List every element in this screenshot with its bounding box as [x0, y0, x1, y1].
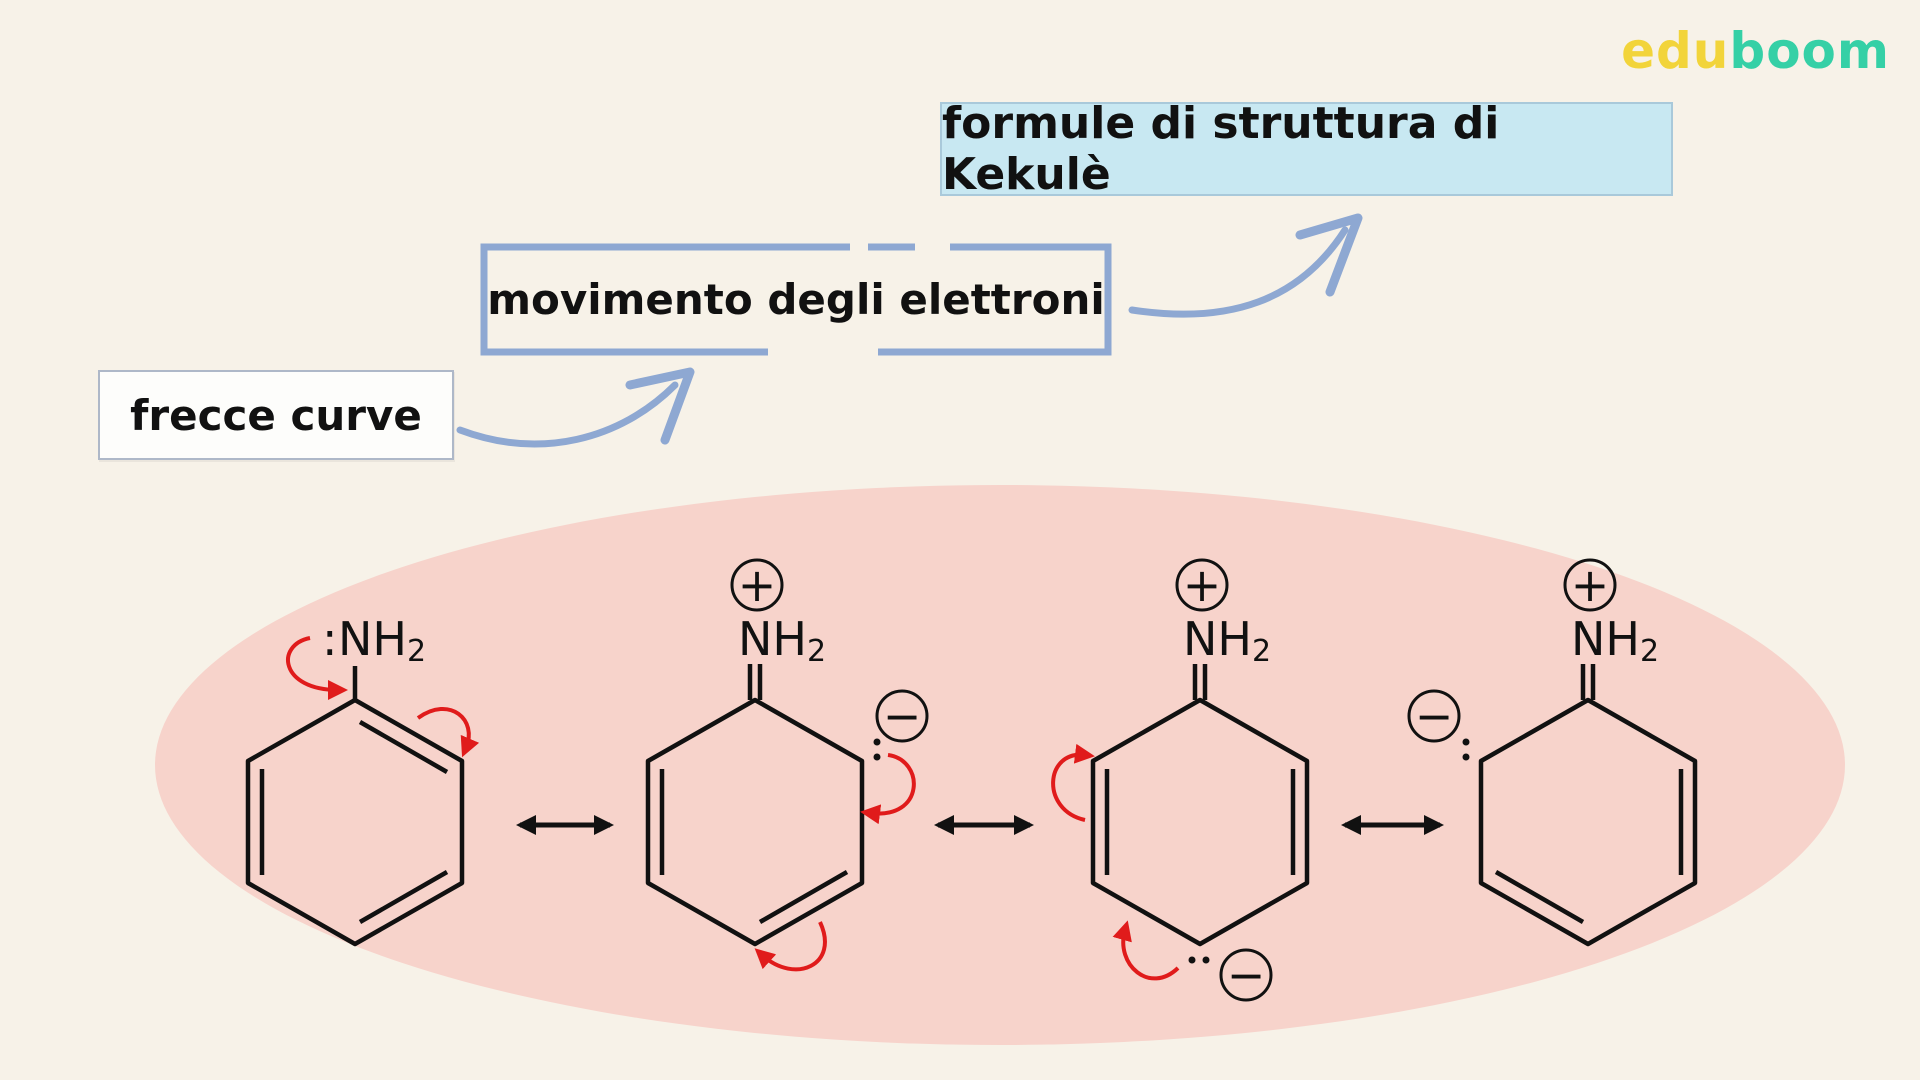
molecule-4-plus-circle: [1563, 558, 1617, 612]
molecule-1: [245, 666, 465, 947]
eduboom-logo: eduboom: [1621, 22, 1890, 80]
molecule-1-group: NH2: [338, 612, 426, 669]
molecule-3-plus-circle: [1175, 558, 1229, 612]
molecule-3-curved-arrow-a: [1112, 920, 1180, 981]
molecule-2-minus-circle: [875, 689, 929, 743]
molecule-3-curved-arrow-b: [1051, 743, 1095, 822]
molecule-2-lone-pair-2: [873, 753, 881, 761]
molecule-1-lone-pair: :: [322, 612, 338, 666]
molecule-1-curved-arrow-a: [286, 636, 348, 700]
molecule-2-curved-arrow-a: [860, 753, 916, 825]
molecule-4: [1478, 664, 1698, 947]
molecule-3-minus: −: [1227, 948, 1266, 1002]
movimento-frame: [480, 243, 1112, 356]
movimento-elettroni-label: movimento degli elettroni: [487, 274, 1105, 324]
kekule-label: formule di struttura di Kekulè: [942, 98, 1500, 200]
flow-arrow-1-head: [625, 367, 695, 445]
molecule-3-lone-pair-1: [1188, 956, 1196, 964]
molecule-1-curved-arrow-b: [416, 706, 480, 758]
molecule-4-minus: −: [1415, 689, 1454, 743]
molecule-4-plus: +: [1571, 558, 1610, 612]
molecule-4-lone-pair-1: [1462, 738, 1470, 746]
flow-arrow-2: [1128, 226, 1349, 318]
highlight-blob: [155, 485, 1845, 1045]
molecule-2-curved-arrow-b: [754, 921, 827, 972]
molecule-4-lone-pair-2: [1462, 753, 1470, 761]
flow-arrow-1: [456, 381, 679, 448]
molecule-3-plus: +: [1183, 558, 1222, 612]
molecule-3-minus-circle: [1219, 948, 1273, 1002]
molecule-4-group: NH2: [1571, 612, 1659, 669]
molecule-2: [645, 664, 865, 947]
molecule-2-minus: −: [883, 689, 922, 743]
molecule-4-minus-circle: [1407, 689, 1461, 743]
frecce-curve-label: frecce curve: [130, 390, 422, 440]
molecule-2-plus: +: [738, 558, 777, 612]
movimento-elettroni-card: movimento degli elettroni: [481, 245, 1111, 353]
molecule-3-lone-pair-2: [1202, 956, 1210, 964]
frecce-curve-card: frecce curve: [98, 370, 454, 460]
molecule-3-group: NH2: [1183, 612, 1271, 669]
molecule-2-plus-circle: [730, 558, 784, 612]
molecule-2-group: NH2: [738, 612, 826, 669]
kekule-card: formule di struttura di Kekulè: [940, 98, 1673, 200]
molecule-2-lone-pair-1: [873, 738, 881, 746]
flow-arrow-2-head: [1295, 213, 1363, 297]
